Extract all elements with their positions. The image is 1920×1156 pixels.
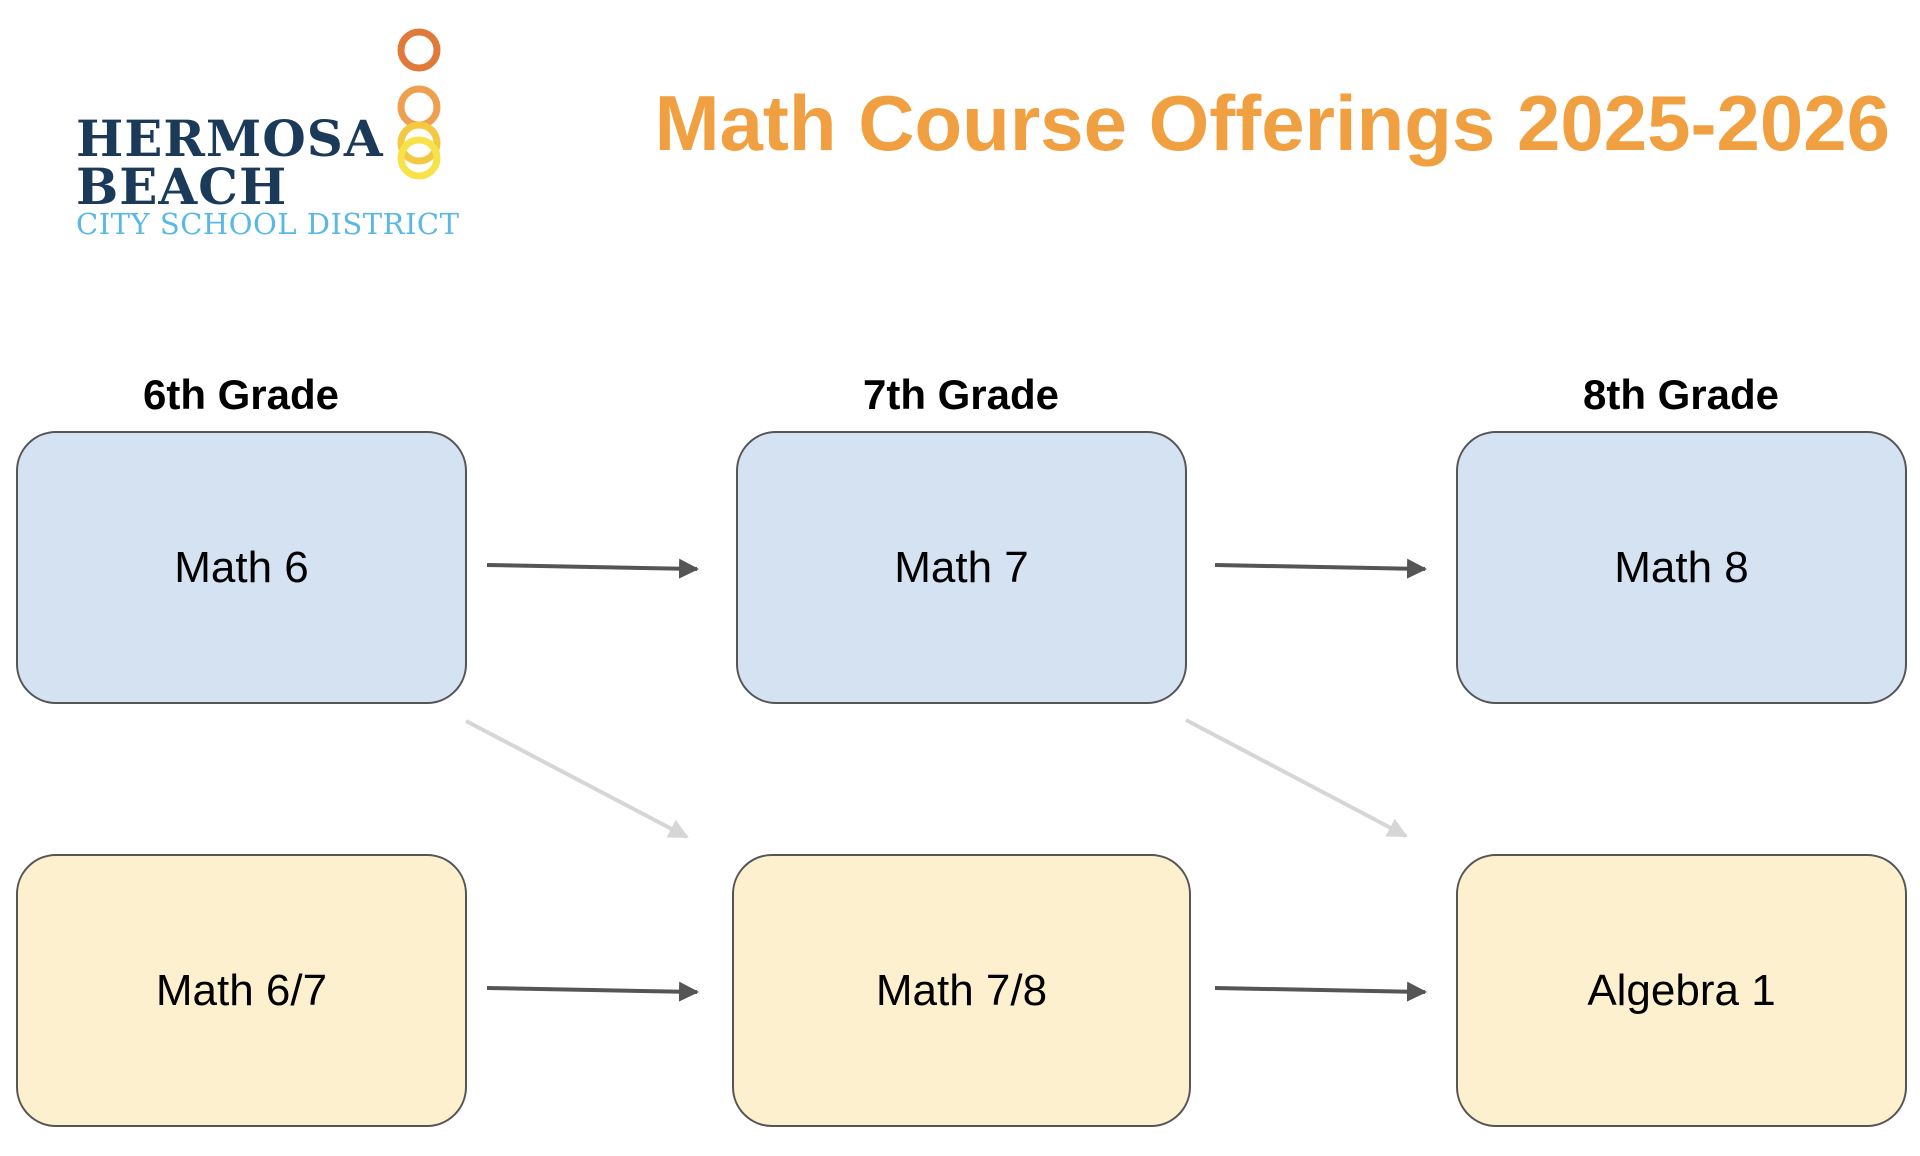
course-box-algebra-1: Algebra 1 bbox=[1456, 854, 1907, 1127]
district-logo: HERMOSA BEACH CITY SCHOOL DISTRICT bbox=[76, 26, 460, 241]
arrow-math78-to-algebra1 bbox=[1214, 981, 1427, 1002]
course-box-math-7-8: Math 7/8 bbox=[732, 854, 1191, 1127]
course-box-math-6-7: Math 6/7 bbox=[16, 854, 467, 1127]
grade-header-8th: 8th Grade bbox=[1582, 371, 1780, 418]
logo-ring-3 bbox=[397, 121, 441, 165]
course-label: Math 7 bbox=[894, 542, 1029, 592]
course-box-math-7: Math 7 bbox=[736, 431, 1187, 704]
logo-ring-2 bbox=[397, 85, 441, 129]
arrow-math7-to-math8 bbox=[1214, 558, 1427, 579]
logo-text-hermosa: HERMOSA bbox=[76, 109, 384, 168]
arrow-math7-to-algebra1 bbox=[1185, 718, 1408, 838]
logo-rings-icon bbox=[397, 28, 441, 180]
course-label: Math 6/7 bbox=[155, 965, 328, 1015]
grade-header-7th: 7th Grade bbox=[862, 371, 1060, 418]
course-label: Algebra 1 bbox=[1587, 965, 1776, 1015]
logo-text-district: CITY SCHOOL DISTRICT bbox=[76, 207, 460, 241]
arrow-math6-to-math78 bbox=[465, 719, 689, 839]
course-label: Math 7/8 bbox=[875, 965, 1048, 1015]
logo-ring-1 bbox=[397, 28, 441, 72]
arrow-math67-to-math78 bbox=[486, 981, 699, 1002]
course-box-math-6: Math 6 bbox=[16, 431, 467, 704]
logo-text-beach: BEACH bbox=[76, 157, 288, 216]
grade-header-6th: 6th Grade bbox=[142, 371, 340, 418]
logo-ring-4 bbox=[397, 136, 441, 180]
course-label: Math 6 bbox=[174, 542, 309, 592]
course-label: Math 8 bbox=[1614, 542, 1749, 592]
arrow-math6-to-math7 bbox=[486, 558, 699, 579]
course-box-math-8: Math 8 bbox=[1456, 431, 1907, 704]
page-title: Math Course Offerings 2025-2026 bbox=[654, 79, 1890, 167]
